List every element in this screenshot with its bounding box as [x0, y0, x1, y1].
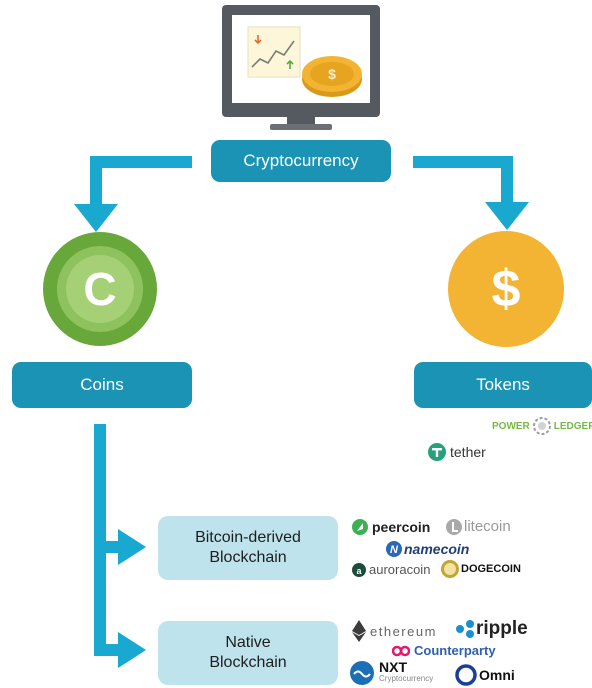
coins-node[interactable]: Coins: [12, 362, 192, 408]
cryptocurrency-node[interactable]: Cryptocurrency: [211, 140, 391, 182]
coin-icon: $: [302, 56, 362, 97]
tether-icon: [428, 443, 446, 461]
coin-dollar-symbol: $: [491, 260, 521, 318]
counterparty-icon: [392, 645, 410, 656]
auroracoin-logo: a auroracoin: [352, 562, 430, 577]
dogecoin-logo: DOGECOIN: [441, 560, 521, 578]
namecoin-icon: N: [386, 541, 402, 557]
ethereum-text: ethereum: [370, 623, 437, 639]
peercoin-icon: [352, 519, 368, 535]
dogecoin-text: DOGECOIN: [461, 563, 521, 575]
power-ledger-part1: POWER: [492, 420, 530, 432]
litecoin-logo: litecoin: [446, 518, 511, 535]
native-blockchain-node[interactable]: Native Blockchain: [158, 621, 338, 685]
coin-c-symbol: C: [83, 263, 117, 315]
auroracoin-icon: a: [352, 562, 366, 577]
tokens-node[interactable]: Tokens: [414, 362, 592, 408]
power-ledger-part2: LEDGER: [553, 420, 592, 432]
coin-c-icon: [43, 232, 157, 346]
arrow-root-to-coins: [74, 156, 192, 232]
nxt-icon: [350, 661, 374, 685]
svg-text:a: a: [356, 566, 362, 576]
namecoin-logo: N namecoin: [386, 541, 469, 557]
bitcoin-derived-line2: Blockchain: [209, 549, 287, 566]
bitcoin-derived-line1: Bitcoin-derived: [195, 529, 301, 546]
omni-text: Omni: [479, 667, 515, 683]
native-line1: Native: [225, 634, 271, 651]
nxt-subtext: Cryptocurrency: [379, 674, 434, 683]
ethereum-logo: ethereum: [352, 620, 437, 642]
chart-icon: [247, 26, 301, 78]
namecoin-text: namecoin: [404, 541, 470, 557]
svg-text:N: N: [390, 544, 399, 556]
omni-logo: Omni: [455, 664, 515, 686]
ripple-logo: ripple: [455, 618, 528, 640]
nxt-logo: NXT Cryptocurrency: [348, 659, 434, 685]
peercoin-logo: peercoin: [352, 519, 430, 535]
litecoin-icon: [446, 518, 462, 535]
arrow-coins-to-categories: [94, 424, 146, 668]
tether-text: tether: [450, 444, 486, 460]
coins-label: Coins: [80, 375, 124, 394]
counterparty-logo: Counterparty: [392, 643, 496, 658]
peercoin-text: peercoin: [372, 519, 431, 535]
tokens-label: Tokens: [476, 375, 530, 394]
omni-icon: [455, 664, 477, 686]
cryptocurrency-label: Cryptocurrency: [243, 151, 359, 170]
auroracoin-text: auroracoin: [369, 562, 431, 577]
nxt-text: NXT: [379, 659, 407, 675]
svg-text:$: $: [328, 66, 336, 82]
counterparty-text: Counterparty: [414, 643, 496, 658]
tether-logo: tether: [428, 443, 486, 461]
coin-dollar-icon: [448, 231, 564, 347]
arrow-root-to-tokens: [413, 156, 529, 230]
dogecoin-icon: [441, 560, 459, 578]
bitcoin-derived-node[interactable]: Bitcoin-derived Blockchain: [158, 516, 338, 580]
power-ledger-logo: POWER LEDGER: [492, 416, 592, 436]
native-line2: Blockchain: [209, 654, 287, 671]
monitor-icon: $: [222, 5, 380, 130]
ripple-text: ripple: [476, 618, 528, 639]
ethereum-icon: [352, 620, 366, 642]
ripple-icon: [456, 620, 474, 638]
power-ledger-gear-icon: [532, 417, 551, 435]
litecoin-text: litecoin: [464, 518, 511, 535]
